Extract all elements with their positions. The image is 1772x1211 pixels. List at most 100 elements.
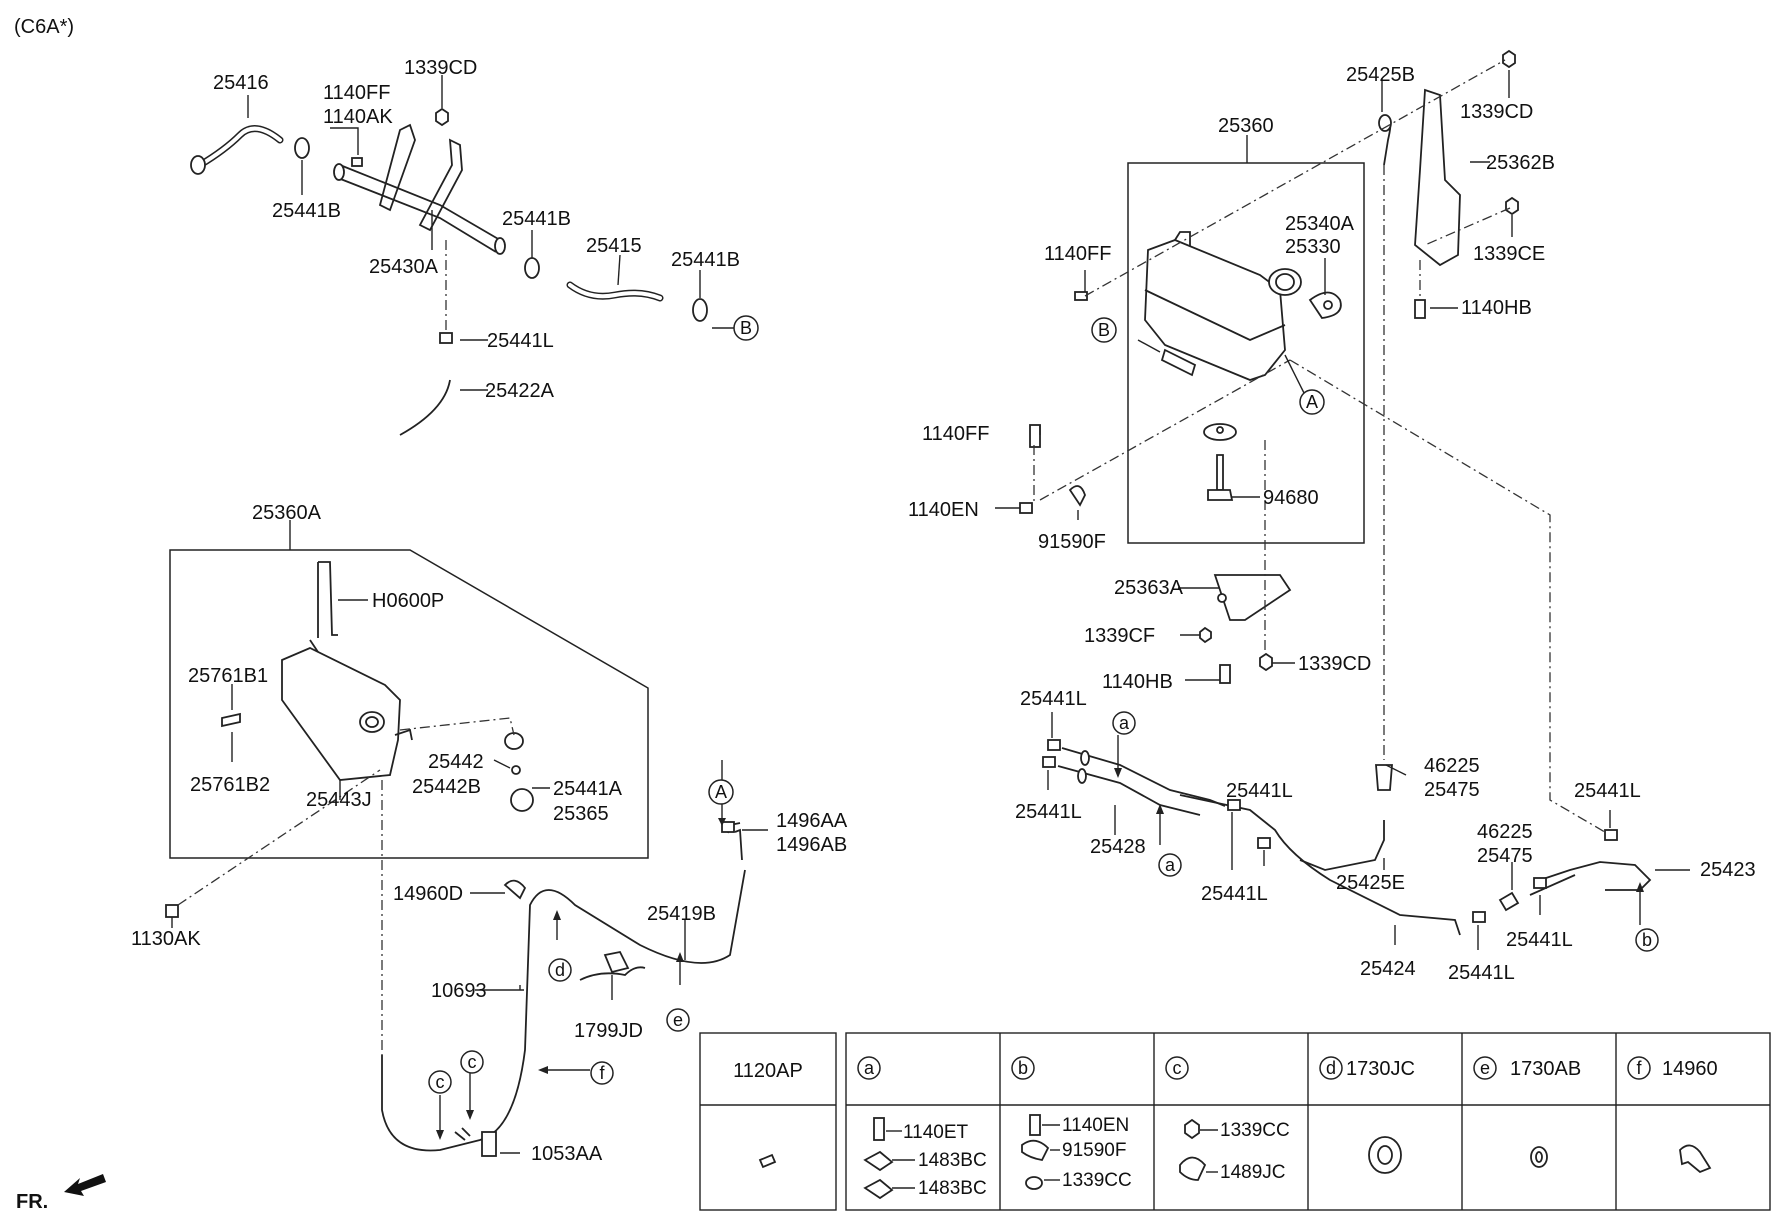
clip-25441l-b — [1042, 756, 1056, 768]
callout-1140ak: 1140AK — [323, 106, 393, 128]
legend-table: 1120AP a b c d 1730JC e 1730AB f 14960 1… — [699, 1032, 1771, 1211]
callout-25441a: 25441A — [553, 778, 623, 800]
fr-arrow-icon — [64, 1174, 106, 1196]
legend-clamp-icon-c — [1179, 1156, 1207, 1181]
marker-a-hose: A — [715, 782, 727, 802]
callout-1799jd: 1799JD — [574, 1020, 643, 1042]
marker-e-hose: e — [673, 1010, 683, 1030]
nut-1339cd-2 — [1502, 49, 1516, 69]
callout-25441l-a: 25441L — [1020, 688, 1087, 710]
legend-a-item-1: 1140ET — [903, 1122, 969, 1143]
bolt-1140hb-2 — [1219, 664, 1231, 684]
callout-25441l-d: 25441L — [1201, 883, 1268, 905]
marker-d-hose: d — [555, 960, 565, 980]
callout-25360a: 25360A — [252, 502, 322, 524]
reference-markers: B B A A a a b d e f c c — [428, 315, 1659, 1094]
callout-1140hb: 1140HB — [1461, 297, 1532, 319]
callout-1140ff: 1140FF — [323, 82, 390, 104]
callout-1130ak: 1130AK — [131, 928, 201, 950]
reservoir-tank — [1144, 239, 1286, 381]
reservoir-a-assembly — [165, 520, 649, 918]
marker-c-hose-1: c — [436, 1072, 445, 1092]
clamp-25441b-2 — [692, 298, 708, 322]
legend-c-item-2: 1489JC — [1220, 1162, 1286, 1183]
callout-91590f: 91590F — [1038, 531, 1106, 553]
legend-d-marker: d — [1326, 1058, 1336, 1078]
reservoir-box — [1127, 162, 1365, 544]
callout-25425b: 25425B — [1346, 64, 1415, 86]
bracket-25363a — [1213, 574, 1292, 621]
callout-25365: 25365 — [553, 803, 609, 825]
callout-46225: 46225 — [1424, 755, 1480, 777]
legend-1120ap-icon — [758, 1153, 777, 1169]
legend-a-item-3: 1483BC — [918, 1178, 987, 1199]
strap-1799jd — [579, 966, 646, 981]
callout-25428: 25428 — [1090, 836, 1146, 858]
callout-1053aa: 1053AA — [531, 1143, 603, 1165]
clip-14960d — [503, 879, 527, 900]
legend-clip-icon — [863, 1150, 894, 1172]
hose-25422a — [399, 379, 451, 436]
reservoir-assembly — [1019, 49, 1519, 684]
front-direction: FR. — [16, 1174, 106, 1211]
callout-25761b2: 25761B2 — [190, 774, 270, 796]
clip-91590f — [1068, 485, 1086, 507]
legend-nut-icon-c — [1184, 1118, 1200, 1140]
callout-25441l: 25441L — [487, 330, 554, 352]
bracket-25362b — [1414, 88, 1461, 267]
callout-1140en: 1140EN — [908, 499, 979, 521]
callout-1339cf: 1339CF — [1084, 625, 1155, 647]
callout-25340a: 25340A — [1285, 213, 1355, 235]
legend-f-marker: f — [1636, 1058, 1642, 1078]
callout-1339cd: 1339CD — [404, 57, 477, 79]
callout-25443j: 25443J — [306, 789, 372, 811]
callout-25363a: 25363A — [1114, 577, 1184, 599]
bracket — [378, 123, 416, 212]
upper-hose-assembly — [190, 107, 708, 436]
legend-b-item-3: 1339CC — [1062, 1170, 1132, 1191]
legend-e-header: 1730AB — [1510, 1058, 1581, 1080]
callout-25441l-b: 25441L — [1015, 801, 1082, 823]
connector-46225 — [1375, 764, 1393, 791]
callout-25441b-3: 25441B — [671, 249, 740, 271]
callout-25330: 25330 — [1285, 236, 1341, 258]
legend-bolt-icon — [873, 1117, 885, 1141]
clip-25441l-a — [1047, 739, 1061, 751]
callout-25441l-e: 25441L — [1448, 962, 1515, 984]
bracket-1053aa — [481, 1131, 497, 1157]
legend-a-marker: a — [864, 1058, 875, 1078]
legend-b-marker: b — [1018, 1058, 1028, 1078]
callout-25761b1: 25761B1 — [188, 665, 268, 687]
legend-1120ap-header: 1120AP — [733, 1060, 803, 1082]
callout-25475-2: 25475 — [1477, 845, 1533, 867]
marker-a-pipe-2: a — [1165, 855, 1176, 875]
hose-10693 — [381, 869, 746, 1152]
callout-25362b: 25362B — [1486, 152, 1555, 174]
overflow-hose-assembly — [381, 760, 768, 1157]
callout-1140hb-2: 1140HB — [1102, 671, 1173, 693]
reservoir-tank-a — [281, 647, 401, 781]
callout-h0600p: H0600P — [372, 590, 444, 612]
fr-label: FR. — [16, 1191, 48, 1211]
callout-25416: 25416 — [213, 72, 269, 94]
marker-c-hose-2: c — [468, 1052, 477, 1072]
callout-1339ce: 1339CE — [1473, 243, 1545, 265]
pipe-25430a — [339, 164, 501, 241]
legend-clip-icon-2 — [863, 1178, 894, 1200]
nut-1339cf — [1199, 626, 1212, 644]
callout-labels: 25416 1140FF 1140AK 1339CD 25441B 25430A… — [131, 57, 1756, 1165]
callout-25415: 25415 — [586, 235, 642, 257]
callout-25441l-g: 25441L — [1574, 780, 1641, 802]
marker-f-hose: f — [599, 1063, 605, 1083]
callout-25441b: 25441B — [272, 200, 341, 222]
callout-94680: 94680 — [1263, 487, 1319, 509]
legend-nut-icon-b — [1025, 1176, 1043, 1190]
hose-25425e — [1299, 820, 1385, 871]
callout-46225-2: 46225 — [1477, 821, 1533, 843]
legend-c-marker: c — [1173, 1058, 1182, 1078]
cap-1496aa — [721, 821, 735, 833]
bolt-1140ff-3 — [1029, 424, 1041, 448]
lower-right-pipes — [1042, 712, 1690, 950]
callout-25441l-c: 25441L — [1226, 780, 1293, 802]
